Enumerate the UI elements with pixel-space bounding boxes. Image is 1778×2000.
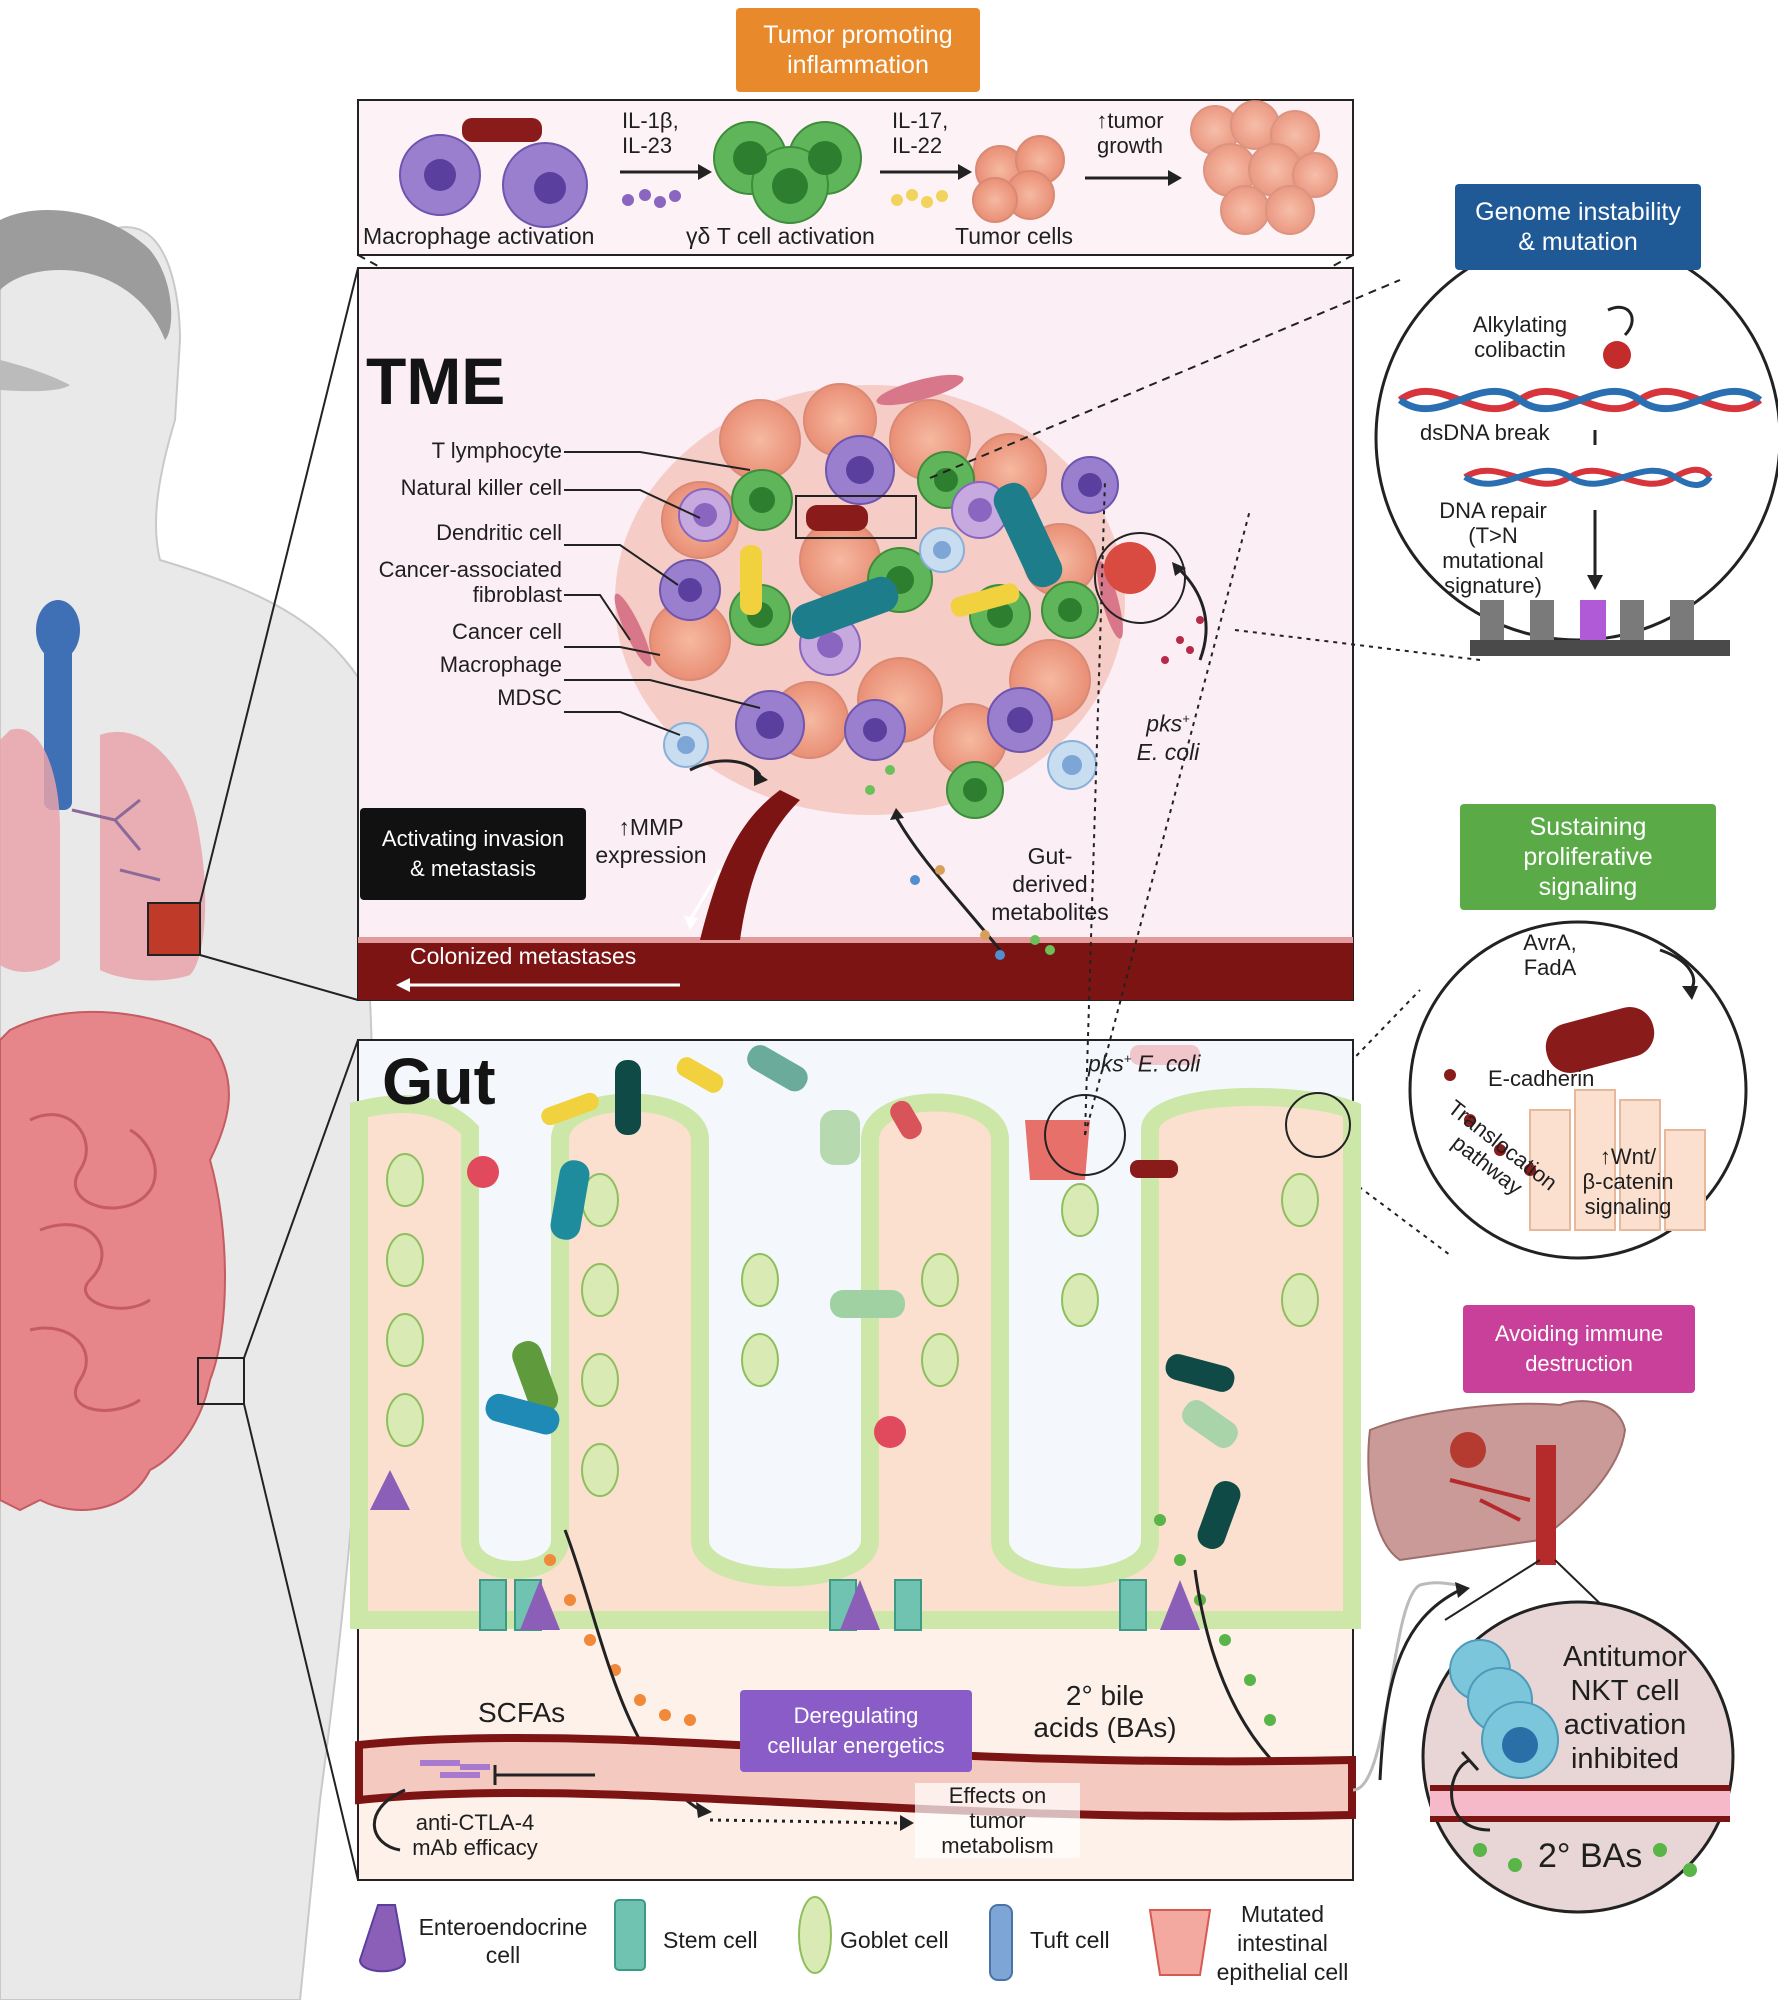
activating-invasion-header: Activating invasion & metastasis xyxy=(360,808,586,900)
legend-goblet: Goblet cell xyxy=(840,1927,949,1953)
wnt-label: ↑Wnt/ β-catenin signaling xyxy=(1582,1144,1674,1219)
label-mdsc: MDSC xyxy=(497,685,562,710)
scfas-label: SCFAs xyxy=(478,1697,566,1728)
liver-group xyxy=(1367,1400,1735,1914)
tme-title: TME xyxy=(366,344,506,418)
tumor-cells-label: Tumor cells xyxy=(955,223,1073,249)
label-dendritic-cell: Dendritic cell xyxy=(436,520,562,545)
legend-enteroendocrine: Enteroendocrine cell xyxy=(418,1914,588,1968)
genome-instability-line-1: Genome instability xyxy=(1475,198,1681,226)
tumor-promoting-header: Tumor promoting inflammation xyxy=(736,8,980,92)
avoiding-immune-line-1: Avoiding immune xyxy=(1494,1321,1664,1346)
label-nk-cell: Natural killer cell xyxy=(400,475,562,500)
nkt-label: Antitumor NKT cell activation inhibited xyxy=(1562,1641,1688,1775)
genome-instability-header: Genome instability & mutation xyxy=(1455,184,1701,270)
tumor-growth-label: ↑tumor growth xyxy=(1096,108,1164,158)
activating-invasion-line-1: Activating invasion xyxy=(381,826,565,851)
effects-label: Effects on tumor metabolism xyxy=(915,1783,1080,1858)
macrophage-activation-label: Macrophage activation xyxy=(363,223,595,249)
deregulating-line-1: Deregulating xyxy=(793,1703,919,1728)
gd-t-activation-label: γδ T cell activation xyxy=(686,223,875,249)
sustaining-line-3: signaling xyxy=(1538,873,1638,901)
bile-acids-label: 2° bile acids (BAs) xyxy=(1033,1680,1177,1743)
tme-leader-lines xyxy=(564,451,761,736)
tme-cell-labels: T lymphocyte Natural killer cell Dendrit… xyxy=(340,438,562,710)
human-body xyxy=(0,210,378,2000)
legend-icons xyxy=(358,1896,1212,1981)
genome-instability-line-2: & mutation xyxy=(1518,228,1638,256)
gut-title: Gut xyxy=(382,1044,496,1118)
liver-bas-label: 2° BAs xyxy=(1538,1837,1643,1875)
label-t-lymphocyte: T lymphocyte xyxy=(431,438,562,463)
mmp-label: ↑MMP expression xyxy=(595,814,707,868)
legend-stem: Stem cell xyxy=(663,1927,758,1953)
sustaining-line-1: Sustaining xyxy=(1529,813,1647,841)
tumor-promoting-line-1: Tumor promoting xyxy=(763,21,953,49)
gut-derived-label: Gut- derived metabolites xyxy=(991,843,1109,925)
proliferative-circle xyxy=(1274,920,1748,1260)
dna-repair-label: DNA repair (T>N mutational signature) xyxy=(1439,498,1547,598)
ctla4-label: anti-CTLA-4 mAb efficacy xyxy=(412,1810,538,1860)
activating-invasion-line-2: & metastasis xyxy=(410,856,536,881)
dsdna-break-label: dsDNA break xyxy=(1420,420,1550,445)
legend-tuft: Tuft cell xyxy=(1030,1927,1110,1953)
tme-pks-label: pks+ E. coli xyxy=(1136,710,1200,765)
tumor-promoting-line-2: inflammation xyxy=(787,51,929,79)
deregulating-header: Deregulating cellular energetics xyxy=(740,1690,972,1772)
il17-label: IL-17, IL-22 xyxy=(892,108,949,158)
e-cadherin-label: E-cadherin xyxy=(1488,1066,1595,1091)
avoiding-immune-line-2: destruction xyxy=(1525,1351,1633,1376)
alkylating-label: Alkylating colibactin xyxy=(1472,312,1568,362)
label-caf-2: fibroblast xyxy=(472,582,562,607)
label-cancer-cell: Cancer cell xyxy=(451,619,562,644)
sustaining-header: Sustaining proliferative signaling xyxy=(1460,804,1716,910)
label-macrophage: Macrophage xyxy=(439,652,562,677)
avoiding-immune-header: Avoiding immune destruction xyxy=(1463,1305,1695,1393)
sustaining-line-2: proliferative xyxy=(1523,843,1653,871)
inflammation-strip xyxy=(357,99,1354,496)
colonized-metastases-label: Colonized metastases xyxy=(410,943,637,969)
avra-fada-label: AvrA, FadA xyxy=(1523,930,1577,980)
gut-pks-label: pks+ E. coli xyxy=(1088,1050,1201,1077)
label-caf-1: Cancer-associated xyxy=(378,557,562,582)
il1b-label: IL-1β, IL-23 xyxy=(622,108,679,158)
deregulating-line-2: cellular energetics xyxy=(767,1733,945,1758)
legend-mutated: Mutated intestinal epithelial cell xyxy=(1216,1901,1349,1985)
